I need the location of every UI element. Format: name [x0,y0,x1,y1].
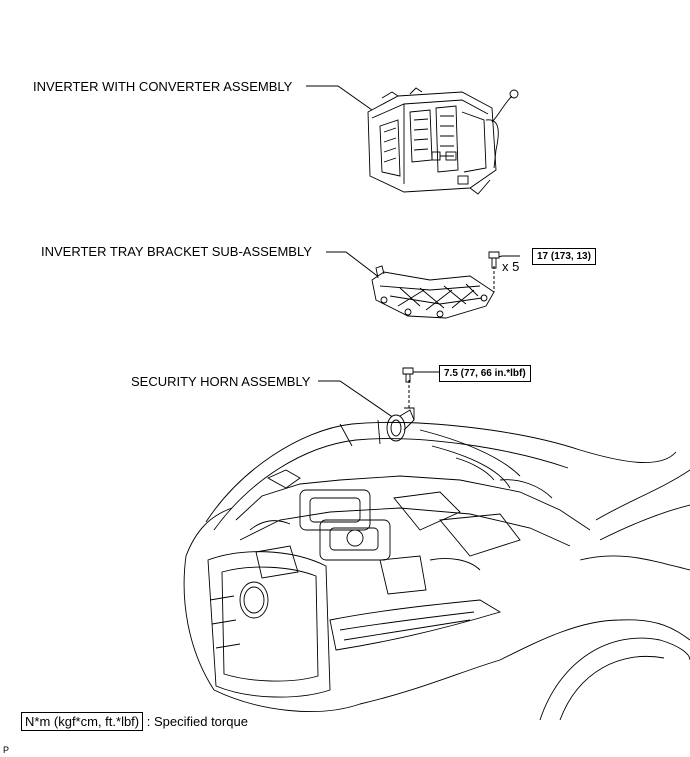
legend-unit-box: N*m (kgf*cm, ft.*lbf) [21,712,144,731]
legend-text: : Specified torque [146,714,248,729]
security-horn-drawing [386,407,415,442]
vehicle-front-drawing [183,419,690,721]
horn-bolt-icon [402,367,414,383]
torque-legend: N*m (kgf*cm, ft.*lbf) : Specified torque [21,712,248,731]
tray-bolt-torque-spec: 17 (173, 13) [532,248,596,265]
emblem [239,581,269,619]
horn-bolt-torque-spec: 7.5 (77, 66 in.*lbf) [439,365,531,382]
bolt-quantity: x 5 [502,259,520,274]
inverter-leader [306,85,373,111]
inverter-label: INVERTER WITH CONVERTER ASSEMBLY [33,79,293,94]
inverter-assembly-drawing [367,87,519,195]
corner-mark: P [3,745,10,755]
tray-leader [326,251,381,279]
tray-bracket-label: INVERTER TRAY BRACKET SUB-ASSEMBLY [41,244,312,259]
tray-bracket-drawing [371,265,495,319]
horn-leader [318,380,395,419]
security-horn-label: SECURITY HORN ASSEMBLY [131,374,311,389]
leader-lines [306,85,520,419]
tray-bolt-icon [488,251,500,269]
